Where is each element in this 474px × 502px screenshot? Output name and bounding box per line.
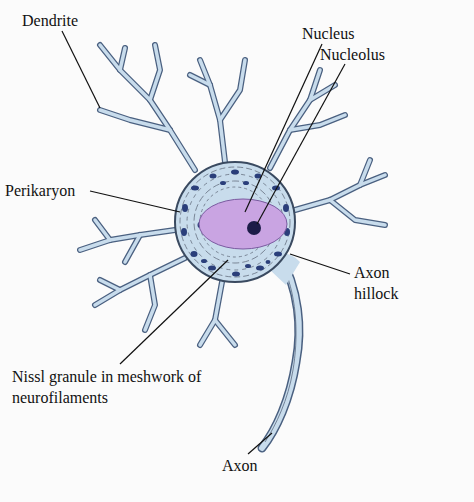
part-label: Nissl granule in meshwork of neurofilame… <box>12 366 227 408</box>
part-label: Nucleus <box>302 23 354 44</box>
leader-line <box>257 64 345 224</box>
leader-line <box>248 433 272 454</box>
part-label: Dendrite <box>22 10 78 31</box>
part-label: Perikaryon <box>5 180 75 201</box>
part-label: Axon hillock <box>354 262 416 304</box>
leader-line <box>62 31 100 108</box>
part-label: Nucleolus <box>320 44 385 65</box>
leader-line <box>90 191 180 212</box>
leader-line <box>290 254 350 274</box>
part-label: Axon <box>222 455 258 476</box>
leader-line <box>120 260 228 364</box>
